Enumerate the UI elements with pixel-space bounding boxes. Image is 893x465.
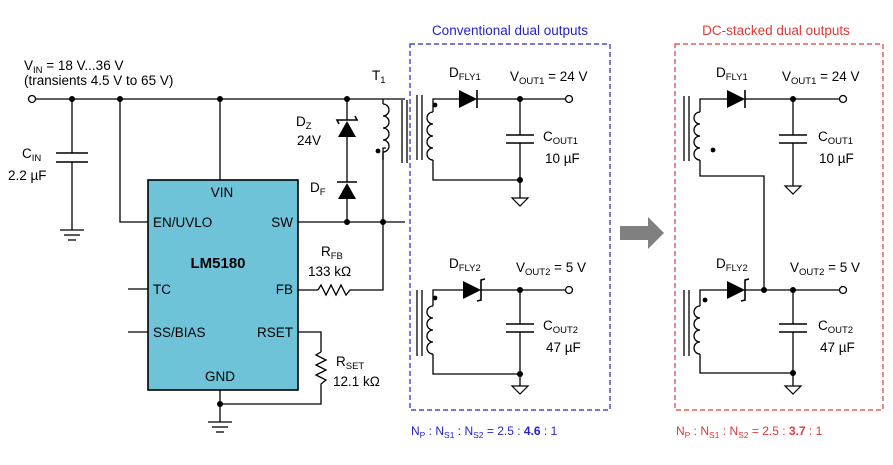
cin-capacitor <box>56 99 88 241</box>
conv-secondary-2 <box>416 289 520 375</box>
stacked-cout2-capacitor <box>779 290 807 395</box>
pin-vin: VIN <box>211 185 234 200</box>
conv-cout2-value: 47 µF <box>546 340 581 355</box>
pin-gnd: GND <box>205 369 235 384</box>
stacked-cout2-label: COUT2 <box>818 318 853 336</box>
conventional-box <box>409 43 611 411</box>
conv-cout1-value: 10 µF <box>545 151 580 166</box>
conv-cout2-label: COUT2 <box>543 318 578 336</box>
conv-dfly1-label: DFLY1 <box>449 65 481 83</box>
stacked-secondary-1 <box>683 96 765 289</box>
rfb-resistor <box>298 283 353 297</box>
conv-vout2-label: VOUT2 = 5 V <box>516 260 586 278</box>
stacked-box <box>674 43 884 411</box>
svg-text:VIN = 18 V...36 V: VIN = 18 V...36 V <box>24 58 123 76</box>
conv-cout2-capacitor <box>506 290 534 395</box>
stacked-dfly2-label: DFLY2 <box>716 256 748 274</box>
stacked-cout2-value: 47 µF <box>820 340 855 355</box>
stacked-cout1-label: COUT1 <box>818 129 853 147</box>
lm5180-ic: VIN EN/UVLO SW LM5180 TC FB SS/BIAS RSET… <box>147 179 299 391</box>
df-label: DF <box>310 180 326 198</box>
vin-label: VIN = 18 V...36 V (transients 4.5 V to 6… <box>24 58 173 88</box>
cin-label: CIN <box>22 146 41 164</box>
pin-en-uvlo: EN/UVLO <box>153 215 212 230</box>
dz-value: 24V <box>297 133 321 148</box>
ic-name: LM5180 <box>190 255 245 272</box>
conv-vout1-label: VOUT1 = 24 V <box>510 69 588 87</box>
rset-value: 12.1 kΩ <box>333 374 380 389</box>
stacked-vout2-label: VOUT2 = 5 V <box>790 260 860 278</box>
stacked-vout1-label: VOUT1 = 24 V <box>782 69 860 87</box>
pin-rset: RSET <box>257 325 293 340</box>
right-arrow-icon <box>620 217 664 249</box>
dz-label: DZ <box>296 114 312 132</box>
pin-sw: SW <box>271 215 293 230</box>
stacked-dfly1-diode <box>727 90 848 108</box>
pin-fb: FB <box>276 282 293 297</box>
conv-dfly2-schottky-diode <box>463 278 574 302</box>
stacked-title: DC-stacked dual outputs <box>702 23 850 38</box>
transients-label: (transients 4.5 V to 65 V) <box>24 73 173 88</box>
conv-dfly2-label: DFLY2 <box>449 256 481 274</box>
df-diode <box>337 181 357 222</box>
conv-cout1-capacitor <box>506 99 534 207</box>
rfb-value: 133 kΩ <box>308 264 351 279</box>
rset-resistor <box>298 331 328 392</box>
t1-transformer-primary <box>375 99 408 163</box>
rset-label: RSET <box>336 354 364 372</box>
stacked-secondary-2 <box>683 289 793 374</box>
t1-label: T1 <box>372 68 386 86</box>
conv-dfly1-diode <box>459 90 574 108</box>
pin-ss-bias: SS/BIAS <box>153 325 206 340</box>
dz-zener-diode <box>335 99 359 182</box>
conv-turns-ratio: NP : NS1 : NS2 = 2.5 : 4.6 : 1 <box>411 424 558 440</box>
stacked-turns-ratio: NP : NS1 : NS2 = 2.5 : 3.7 : 1 <box>676 424 823 440</box>
cin-value: 2.2 µF <box>8 168 47 183</box>
stacked-dfly2-schottky-diode <box>727 278 848 302</box>
stacked-cout1-value: 10 µF <box>819 151 854 166</box>
stacked-dfly1-label: DFLY1 <box>716 65 748 83</box>
pin-tc: TC <box>153 282 171 297</box>
stacked-cout1-capacitor <box>779 99 807 195</box>
conv-cout1-label: COUT1 <box>543 129 578 147</box>
conv-secondary-1 <box>416 95 520 181</box>
conventional-title: Conventional dual outputs <box>432 23 588 38</box>
rfb-label: RFB <box>321 244 343 262</box>
